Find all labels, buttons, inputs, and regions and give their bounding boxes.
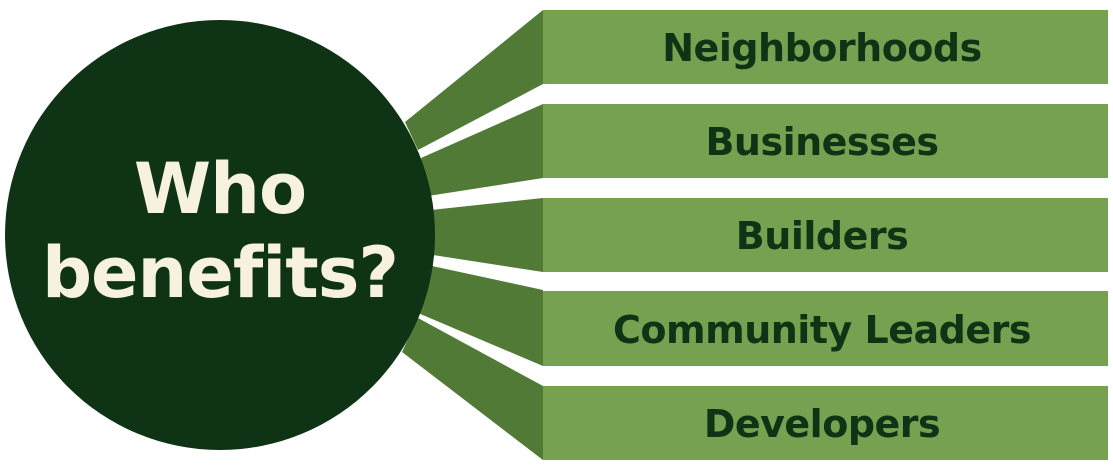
hub-title-line1: Who: [134, 148, 306, 230]
connector-neighborhoods: [405, 10, 543, 150]
connector-developers: [402, 318, 543, 460]
box-builders: [543, 198, 1108, 272]
label-builders: Builders: [736, 214, 908, 258]
box-businesses: [543, 104, 1108, 178]
connector-businesses: [421, 104, 543, 196]
box-developers: [543, 386, 1108, 460]
label-community-leaders: Community Leaders: [613, 308, 1031, 352]
label-neighborhoods: Neighborhoods: [662, 26, 982, 70]
connector-community-leaders: [418, 266, 543, 366]
hub-circle: [5, 20, 435, 450]
label-businesses: Businesses: [705, 120, 938, 164]
box-community-leaders: [543, 291, 1108, 366]
connector-builders: [431, 198, 543, 272]
hub-title-line2: benefits?: [42, 232, 398, 314]
label-developers: Developers: [704, 402, 940, 446]
box-neighborhoods: [543, 10, 1108, 84]
